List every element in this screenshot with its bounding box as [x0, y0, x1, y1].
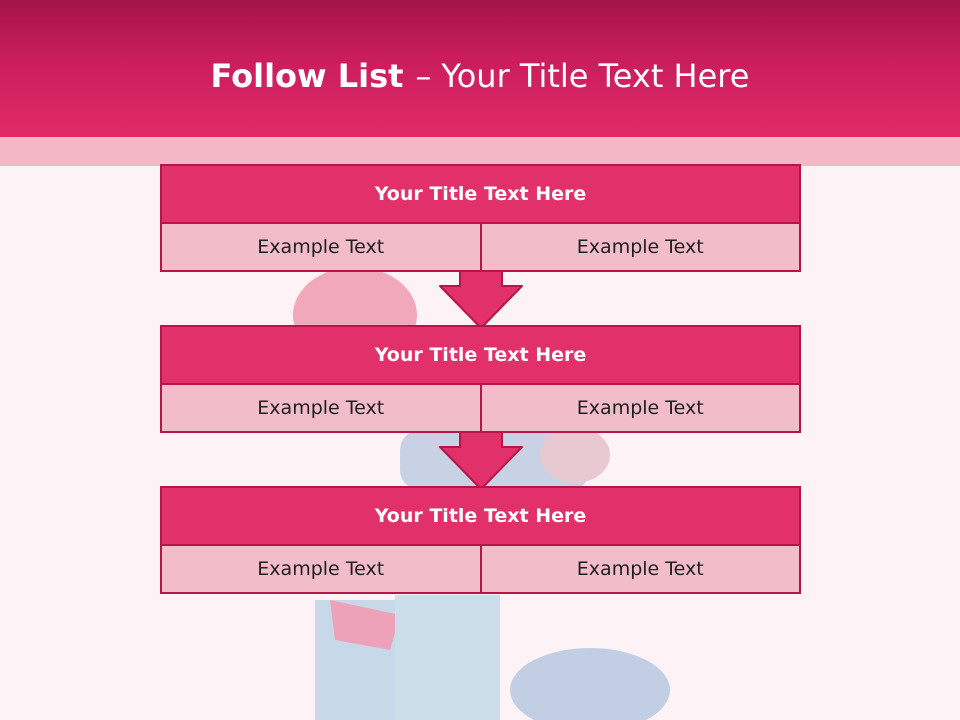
step-row: Example Text Example Text: [162, 546, 799, 592]
page-title: Follow List–Your Title Text Here: [0, 52, 960, 100]
page-title-bold: Follow List: [210, 57, 404, 95]
step-box-3: Your Title Text Here Example Text Exampl…: [160, 486, 801, 594]
step-cell-left: Example Text: [257, 236, 385, 258]
step-cell-right: Example Text: [479, 385, 800, 431]
step-cell-left: Example Text: [257, 558, 385, 580]
step-cell-left: Example Text: [257, 397, 385, 419]
step-box-2: Your Title Text Here Example Text Exampl…: [160, 325, 801, 433]
step-title: Your Title Text Here: [162, 327, 799, 385]
page-title-rest: Your Title Text Here: [441, 57, 750, 95]
header-band: [0, 137, 960, 166]
step-title: Your Title Text Here: [162, 488, 799, 546]
step-cell-right: Example Text: [479, 546, 800, 592]
arrow-down-icon: [439, 431, 523, 490]
step-row: Example Text Example Text: [162, 224, 799, 270]
step-title: Your Title Text Here: [162, 166, 799, 224]
step-row: Example Text Example Text: [162, 385, 799, 431]
arrow-down-icon: [439, 270, 523, 329]
title-separator: –: [415, 57, 432, 95]
header-bar: Follow List–Your Title Text Here: [0, 0, 960, 137]
step-cell-right: Example Text: [479, 224, 800, 270]
step-box-1: Your Title Text Here Example Text Exampl…: [160, 164, 801, 272]
